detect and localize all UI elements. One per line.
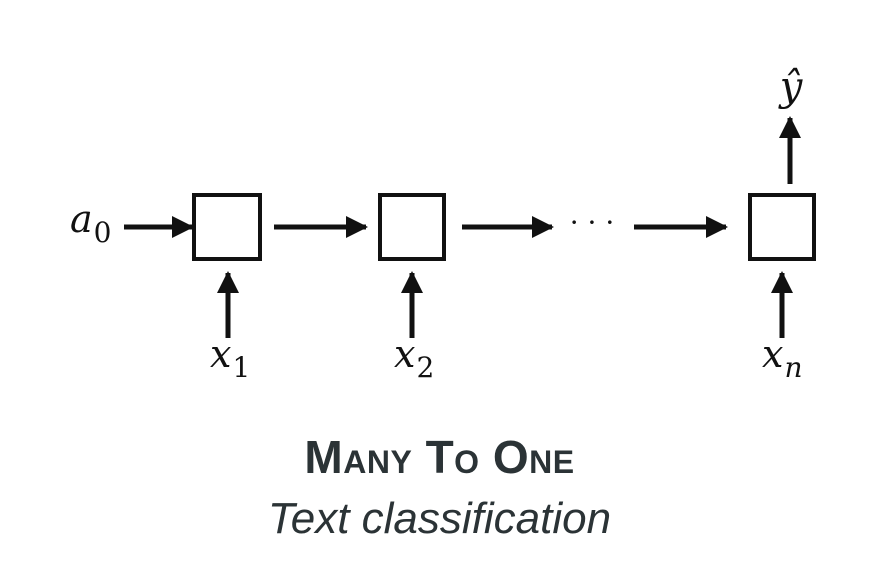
ellipsis: · · · [570,206,615,239]
rnn-cell-2 [378,193,446,261]
rnn-diagram: a0 · · · ŷ x1 x2 xn [70,64,816,384]
input-label-2: x2 [394,332,434,384]
diagram-subtitle: Text classification [267,494,612,543]
diagram-title: Many To One [304,431,575,483]
input-label-n: xn [762,332,802,384]
initial-state-label: a0 [70,197,111,249]
input-label-1: x1 [210,332,250,384]
rnn-cell-1 [192,193,262,261]
output-label: ŷ [778,64,804,110]
rnn-cell-n [748,193,816,261]
